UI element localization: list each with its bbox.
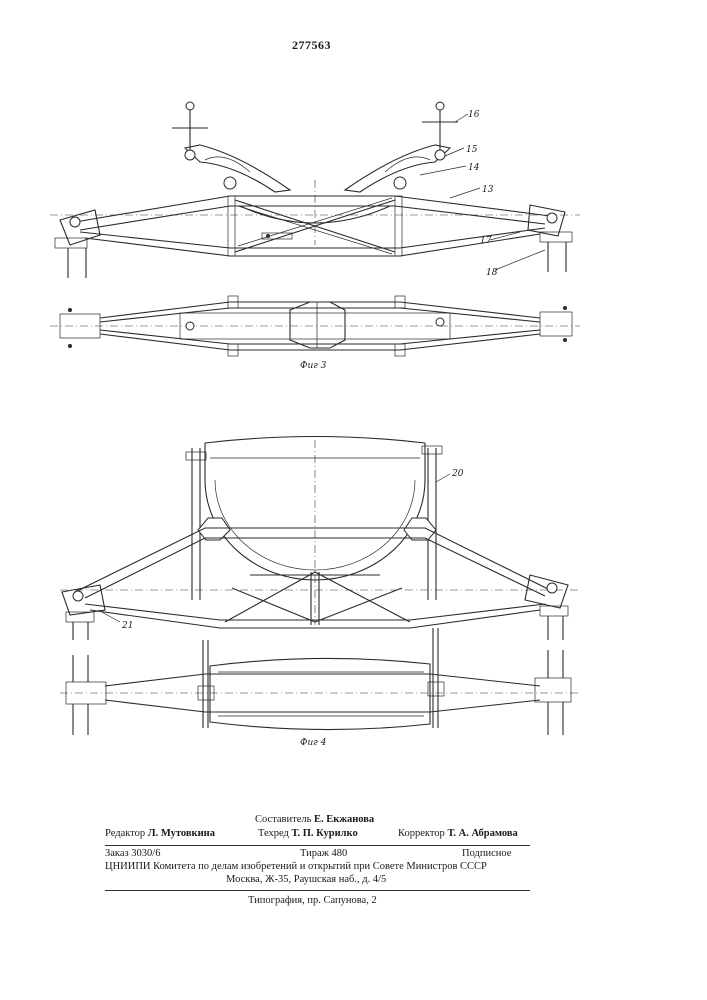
label-15: 15 <box>466 145 478 155</box>
compiler-line: Составитель Е. Екжанова <box>255 814 374 825</box>
compiler-name: Е. Екжанова <box>314 814 374 825</box>
label-21: 21 <box>121 621 133 631</box>
label-13: 13 <box>482 185 494 195</box>
fig4-elevation <box>60 437 580 641</box>
address: Москва, Ж-35, Раушская наб., д. 4/5 <box>226 874 386 885</box>
techred-label: Техред <box>258 828 289 839</box>
institute: ЦНИИПИ Комитета по делам изобретений и о… <box>105 861 487 872</box>
fig3-plan <box>50 296 580 356</box>
corrector-name: Т. А. Абрамова <box>447 828 517 839</box>
printing-house: Типография, пр. Сапунова, 2 <box>248 895 377 906</box>
subscription: Подписное <box>462 848 511 859</box>
label-17: 17 <box>480 236 492 246</box>
label-16: 16 <box>468 110 480 120</box>
fig4-caption: Фиг 4 <box>300 738 327 748</box>
label-18: 18 <box>486 268 498 278</box>
editor-name: Л. Мутовкина <box>148 828 215 839</box>
techred-name: Т. П. Курилко <box>292 828 358 839</box>
editor-line: Редактор Л. Мутовкина <box>105 828 215 839</box>
technical-drawing: 16 15 14 13 17 18 Фиг 3 20 21 Фиг 4 <box>0 0 707 760</box>
fig3-elevation <box>50 102 580 278</box>
corrector-label: Корректор <box>398 828 445 839</box>
fig3-caption: Фиг 3 <box>300 361 327 371</box>
editor-label: Редактор <box>105 828 145 839</box>
imprint-rule-bottom <box>105 890 530 891</box>
corrector-line: Корректор Т. А. Абрамова <box>398 828 518 839</box>
compiler-label: Составитель <box>255 814 311 825</box>
order-number: Заказ 3030/6 <box>105 848 160 859</box>
fig4-plan <box>60 628 580 735</box>
imprint-rule <box>105 845 530 846</box>
label-20: 20 <box>451 469 464 479</box>
techred-line: Техред Т. П. Курилко <box>258 828 358 839</box>
label-14: 14 <box>468 163 480 173</box>
circulation: Тираж 480 <box>300 848 347 859</box>
